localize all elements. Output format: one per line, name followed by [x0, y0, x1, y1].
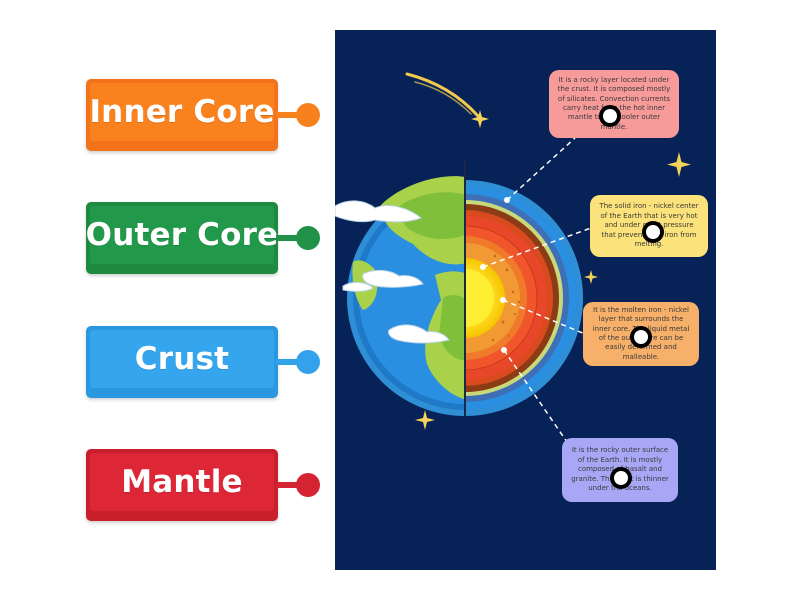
shooting-star-icon — [407, 74, 489, 128]
label-pin-handle[interactable] — [296, 103, 320, 127]
label-text: Mantle — [121, 464, 243, 500]
label-face: Crust — [90, 330, 274, 388]
label-text: Outer Core — [86, 217, 279, 253]
label-outer-core[interactable]: Outer Core — [86, 202, 278, 274]
label-face: Outer Core — [90, 206, 274, 264]
drop-target-3[interactable] — [630, 326, 652, 348]
label-connector — [276, 112, 298, 118]
earth-layers-diagram: It is a rocky layer located under the cr… — [335, 30, 716, 570]
label-mantle[interactable]: Mantle — [86, 449, 278, 521]
label-face: Inner Core — [90, 83, 274, 141]
label-text: Crust — [135, 341, 229, 377]
drop-target-1[interactable] — [599, 105, 621, 127]
label-connector — [276, 359, 298, 365]
drop-target-2[interactable] — [642, 221, 664, 243]
drop-target-4[interactable] — [610, 467, 632, 489]
label-connector — [276, 235, 298, 241]
label-crust[interactable]: Crust — [86, 326, 278, 398]
label-pin-handle[interactable] — [296, 226, 320, 250]
label-pin-handle[interactable] — [296, 473, 320, 497]
label-inner-core[interactable]: Inner Core — [86, 79, 278, 151]
description-box-mantle: It is a rocky layer located under the cr… — [549, 70, 679, 138]
label-connector — [276, 482, 298, 488]
label-text: Inner Core — [89, 94, 274, 130]
label-pin-handle[interactable] — [296, 350, 320, 374]
label-face: Mantle — [90, 453, 274, 511]
